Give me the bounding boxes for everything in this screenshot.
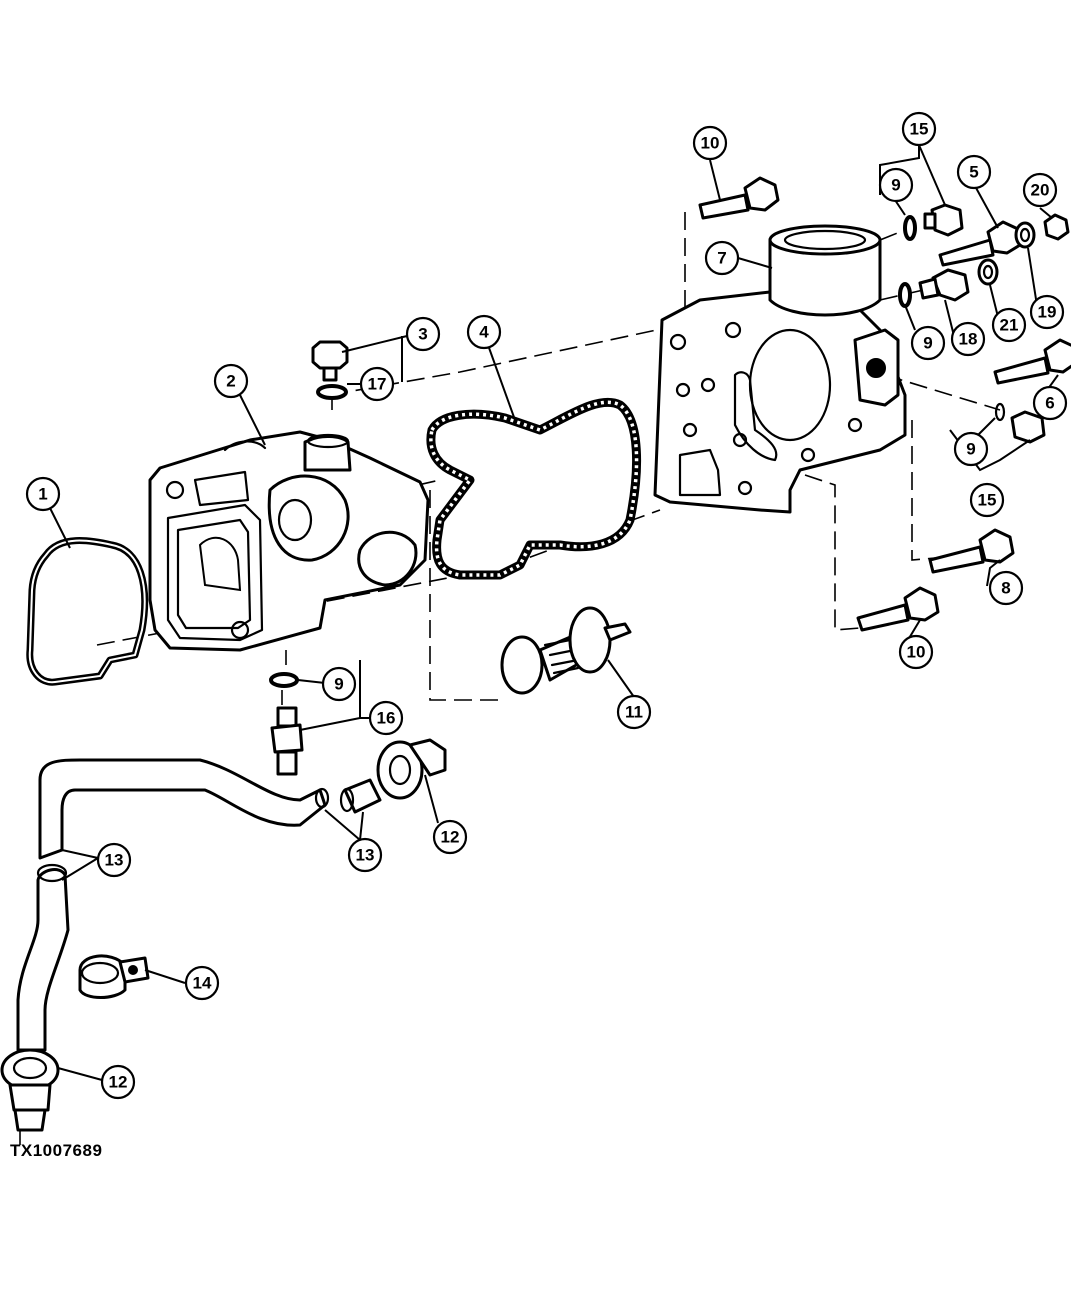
bolt-part-10-upper (698, 176, 780, 220)
svg-text:3: 3 (418, 325, 427, 344)
svg-text:13: 13 (105, 851, 124, 870)
bolt-part-10-lower (856, 586, 940, 632)
callout-15-b: 15 (969, 482, 1005, 518)
hose-part-13-upper (38, 758, 330, 860)
callout-9-b: 9 (910, 325, 946, 361)
hose-part-13-segment (339, 778, 382, 814)
svg-text:7: 7 (717, 249, 726, 268)
callout-15-a: 15 (901, 111, 937, 147)
svg-text:12: 12 (441, 828, 460, 847)
svg-text:2: 2 (226, 372, 235, 391)
svg-text:4: 4 (479, 323, 489, 342)
plug-part-15-lower (1010, 410, 1046, 444)
thermostat-housing-part-2 (148, 430, 430, 652)
grommet-part-12-lower (0, 1048, 60, 1132)
callout-13-a: 13 (347, 837, 383, 873)
svg-text:12: 12 (109, 1073, 128, 1092)
callout-9-d: 9 (321, 666, 357, 702)
svg-text:17: 17 (368, 375, 387, 394)
svg-text:20: 20 (1031, 181, 1050, 200)
washer-part-9-d (269, 672, 299, 688)
svg-text:16: 16 (377, 709, 396, 728)
callout-14: 14 (184, 965, 220, 1001)
svg-text:10: 10 (701, 134, 720, 153)
nut-part-20 (1043, 213, 1070, 241)
clamp-part-14 (78, 954, 150, 999)
thermostat-part-11 (500, 606, 632, 695)
callout-17: 17 (359, 366, 395, 402)
callout-10-a: 10 (692, 125, 728, 161)
callout-5: 5 (956, 154, 992, 190)
grommet-part-12-upper (376, 738, 447, 800)
plug-part-3 (311, 340, 349, 382)
bolt-part-6 (993, 338, 1071, 385)
callout-13-b: 13 (96, 842, 132, 878)
gasket-part-4 (426, 397, 642, 580)
o-ring-part-9-a (903, 215, 917, 241)
callout-12-a: 12 (432, 819, 468, 855)
callout-8: 8 (988, 570, 1024, 606)
svg-text:10: 10 (907, 643, 926, 662)
washer-part-19 (1014, 221, 1036, 249)
callout-18: 18 (950, 321, 986, 357)
o-ring-part-9-c (994, 402, 1006, 422)
svg-text:15: 15 (978, 491, 997, 510)
svg-text:9: 9 (891, 176, 900, 195)
seal-ring-part-1 (26, 537, 149, 686)
washer-part-17 (316, 384, 348, 400)
svg-text:21: 21 (1000, 316, 1019, 335)
svg-text:18: 18 (959, 330, 978, 349)
callout-21: 21 (991, 307, 1027, 343)
svg-text:1: 1 (38, 485, 47, 504)
callout-12-b: 12 (100, 1064, 136, 1100)
callout-9-a: 9 (878, 167, 914, 203)
figure-id-label: TX1007689 (10, 1141, 103, 1160)
callout-9-c: 9 (953, 431, 989, 467)
svg-text:6: 6 (1045, 394, 1054, 413)
svg-text:19: 19 (1038, 303, 1057, 322)
callout-19: 19 (1029, 294, 1065, 330)
callouts: 1 2 3 4 5 6 7 8 9 9 9 9 10 10 11 12 12 1… (25, 111, 1068, 1100)
washer-part-21 (977, 258, 999, 286)
plug-part-15-upper (923, 203, 964, 237)
svg-text:8: 8 (1001, 579, 1010, 598)
sensor-part-16 (270, 706, 304, 776)
outlet-housing-part-7 (653, 224, 907, 514)
hose-part-13-lower (16, 863, 70, 1052)
o-ring-part-9-b (898, 282, 912, 308)
callout-16: 16 (368, 700, 404, 736)
callout-20: 20 (1022, 172, 1058, 208)
callout-7: 7 (704, 240, 740, 276)
callout-10-b: 10 (898, 634, 934, 670)
svg-text:15: 15 (910, 120, 929, 139)
svg-text:13: 13 (356, 846, 375, 865)
callout-6: 6 (1032, 385, 1068, 421)
callout-1: 1 (25, 476, 61, 512)
svg-text:9: 9 (966, 440, 975, 459)
callout-11: 11 (616, 694, 652, 730)
callout-2: 2 (213, 363, 249, 399)
callout-4: 4 (466, 314, 502, 350)
svg-text:14: 14 (193, 974, 212, 993)
svg-text:11: 11 (625, 703, 643, 722)
bolt-part-8 (928, 528, 1015, 574)
svg-text:9: 9 (923, 334, 932, 353)
svg-text:9: 9 (334, 675, 343, 694)
sensor-part-18 (918, 268, 970, 302)
svg-text:5: 5 (969, 163, 978, 182)
callout-3: 3 (405, 316, 441, 352)
